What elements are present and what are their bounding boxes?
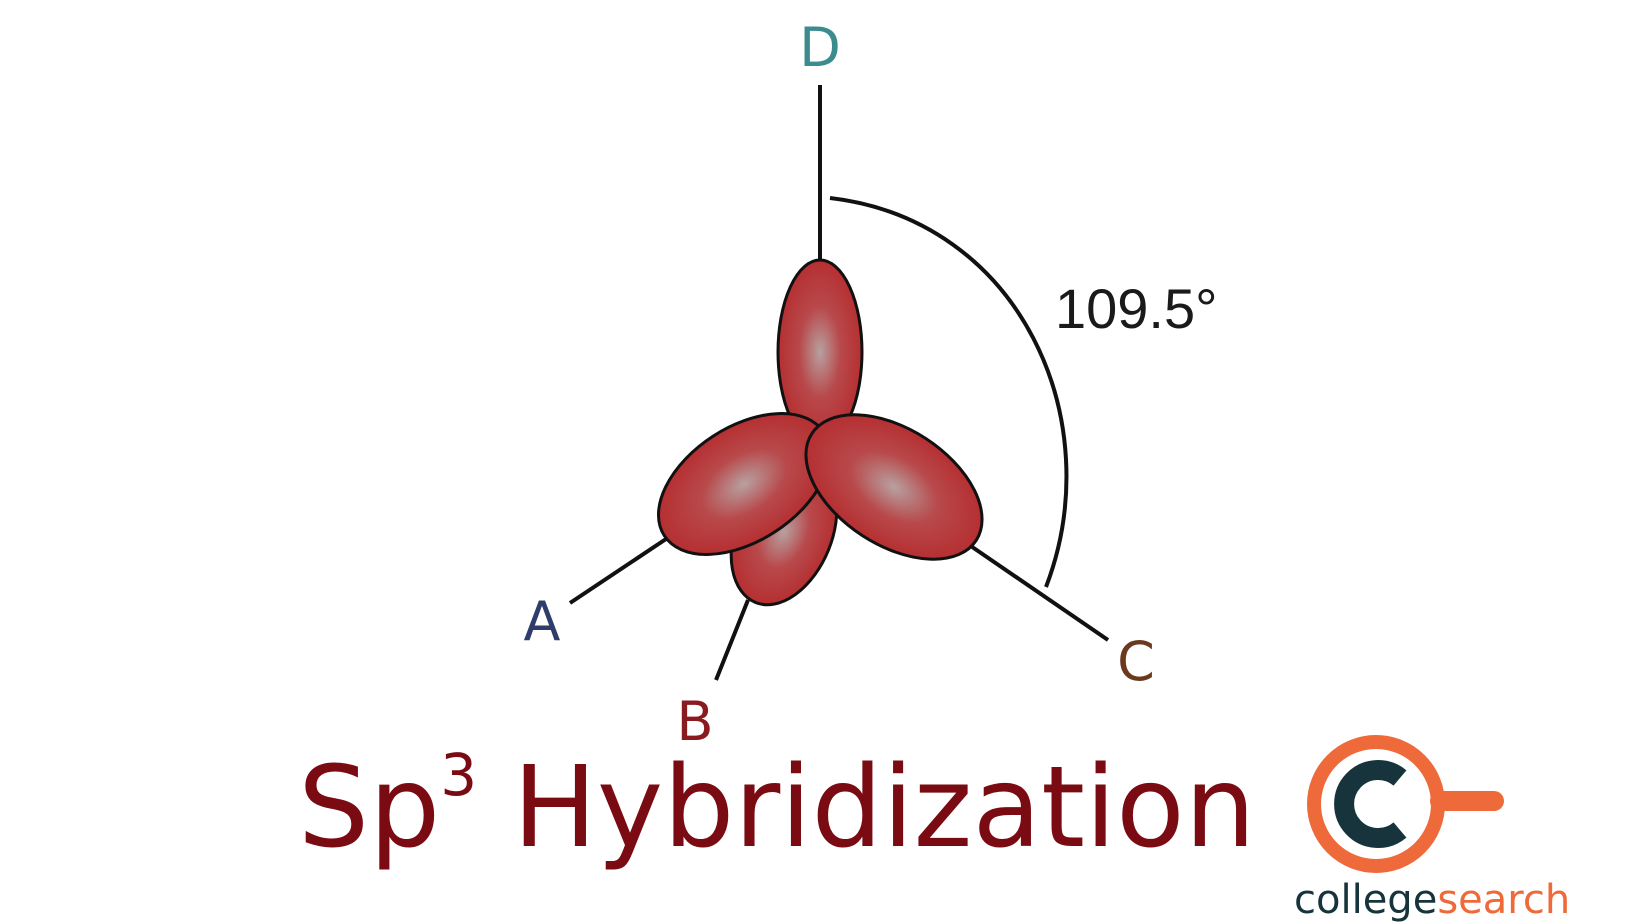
brand-search: search [1437, 877, 1571, 923]
title-suffix: Hybridization [477, 743, 1256, 873]
title-prefix: Sp [298, 743, 441, 873]
bond-line-a [568, 533, 674, 605]
orbital-lobe-c [804, 413, 984, 561]
bond-line-b [714, 599, 750, 681]
bond-line-c [960, 538, 1110, 642]
brand-wordmark: collegesearch [1294, 880, 1570, 920]
title-superscript: 3 [440, 741, 478, 809]
page-title: Sp3 Hybridization [298, 746, 1256, 864]
label-c: C [1117, 630, 1155, 693]
label-a: A [524, 590, 561, 653]
label-b: B [676, 690, 713, 753]
brand-college: college [1294, 877, 1438, 923]
collegesearch-c-icon [1307, 735, 1504, 873]
bond-angle-arc [829, 196, 1069, 588]
label-d: D [799, 16, 841, 79]
bond-angle-label: 109.5° [1055, 277, 1218, 340]
